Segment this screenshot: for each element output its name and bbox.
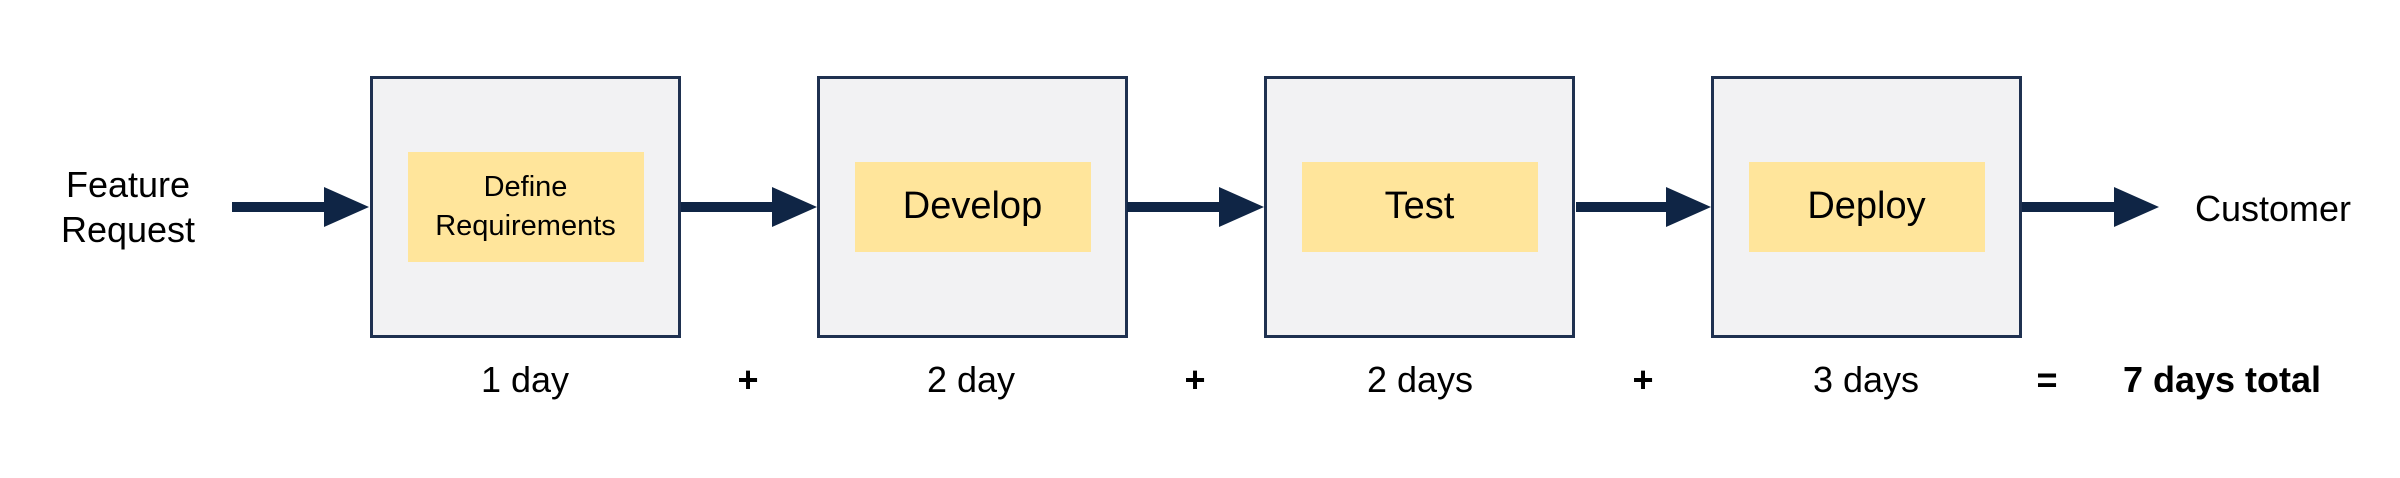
stage-box-test: Test <box>1264 76 1575 338</box>
stage-label: Deploy <box>1748 162 1985 252</box>
equals-operator: = <box>2036 359 2058 400</box>
duration-label-test: 2 days <box>1366 359 1474 400</box>
arrow-shaft <box>1127 202 1219 212</box>
stage-box-deploy: Deploy <box>1711 76 2022 338</box>
duration-label-deploy: 3 days <box>1812 359 1920 400</box>
customer-label: Customer <box>2194 188 2352 229</box>
duration-label-develop: 2 day <box>926 359 1016 400</box>
total-label: 7 days total <box>2122 359 2322 400</box>
arrow-head <box>2114 187 2159 227</box>
arrow-shaft <box>1576 202 1666 212</box>
duration-label-define-requirements: 1 day <box>480 359 570 400</box>
feature-request-label: Feature Request <box>60 164 196 250</box>
flow-arrow-icon <box>232 187 369 227</box>
arrow-shaft <box>2022 202 2114 212</box>
arrow-head <box>324 187 369 227</box>
stage-label: Test <box>1301 162 1538 252</box>
plus-operator: + <box>1184 359 1206 400</box>
arrow-head <box>772 187 817 227</box>
arrow-head <box>1666 187 1711 227</box>
flow-arrow-icon <box>1127 187 1264 227</box>
stage-label: Define Requirements <box>407 152 644 262</box>
arrow-head <box>1219 187 1264 227</box>
stage-label: Develop <box>854 162 1091 252</box>
plus-operator: + <box>1632 359 1654 400</box>
arrow-shaft <box>232 202 324 212</box>
flow-arrow-icon <box>1576 187 1711 227</box>
flow-arrow-icon <box>2022 187 2159 227</box>
plus-operator: + <box>737 359 759 400</box>
stage-box-define-requirements: Define Requirements <box>370 76 681 338</box>
stage-box-develop: Develop <box>817 76 1128 338</box>
flow-arrow-icon <box>681 187 817 227</box>
arrow-shaft <box>681 202 772 212</box>
